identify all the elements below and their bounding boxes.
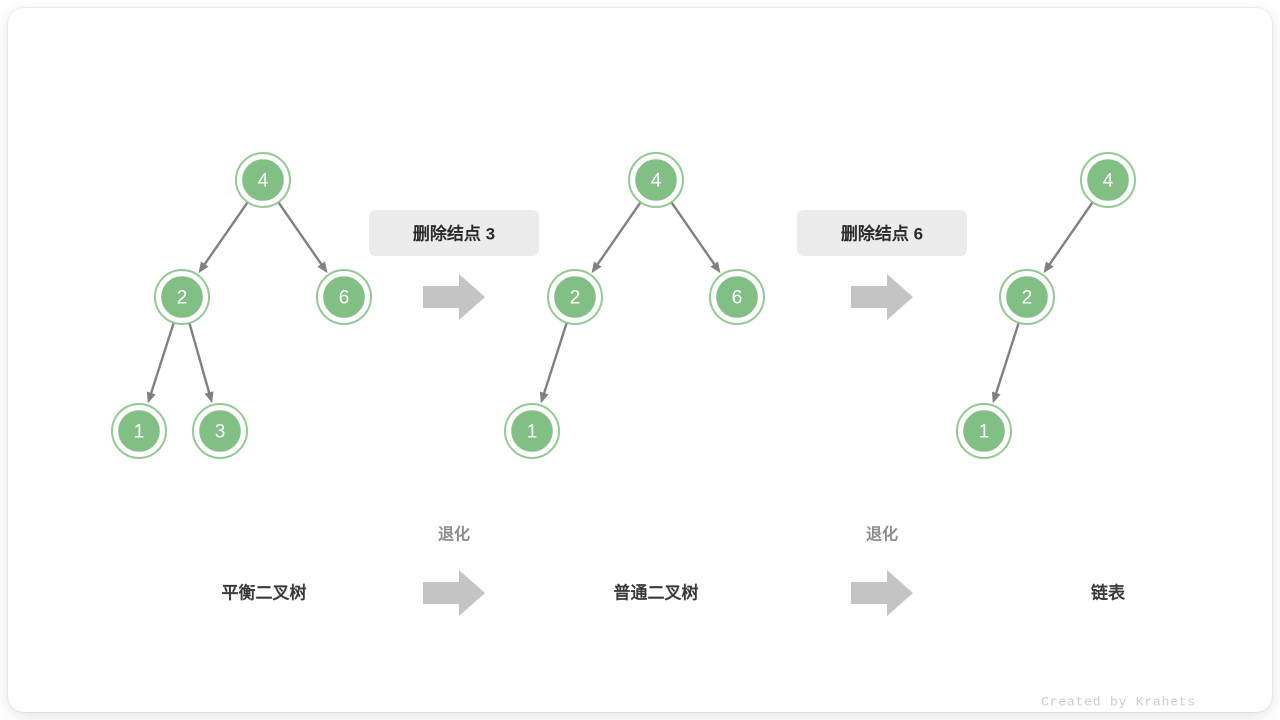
tree-node[interactable]: 6: [316, 269, 372, 325]
tree-node[interactable]: 1: [504, 403, 560, 459]
block-arrow-tree-arrow-1: [423, 274, 485, 320]
tree-node[interactable]: 2: [154, 269, 210, 325]
node-disc: [632, 156, 680, 204]
credit-watermark: Created by Krahets: [1041, 695, 1196, 710]
block-arrow-degenerate-2: [851, 570, 913, 616]
node-value-label: 4: [258, 171, 269, 192]
edge-arrowhead: [1043, 261, 1054, 274]
tree-edge: [591, 201, 642, 274]
node-outer-ring: [154, 269, 210, 325]
edge-arrowhead: [539, 391, 549, 404]
tree-node[interactable]: 6: [709, 269, 765, 325]
node-outer-ring: [547, 269, 603, 325]
transition-label-degenerate-2: 退化: [866, 525, 898, 544]
node-outer-ring: [1080, 152, 1136, 208]
node-value-label: 6: [732, 288, 743, 309]
node-value-label: 1: [979, 422, 990, 443]
operation-badges-layer: 删除结点 3 删除结点 6: [369, 210, 967, 256]
node-disc: [196, 407, 244, 455]
node-outer-ring: [316, 269, 372, 325]
edges-layer: [146, 201, 1094, 404]
node-value-label: 3: [215, 422, 226, 443]
tree-node[interactable]: 2: [547, 269, 603, 325]
node-outer-ring: [111, 403, 167, 459]
badge-label: 删除结点 3: [413, 224, 495, 244]
tree-node[interactable]: 4: [628, 152, 684, 208]
block-arrow-tree-arrow-2: [851, 274, 913, 320]
tree-node[interactable]: 2: [999, 269, 1055, 325]
tree-edge: [1043, 201, 1094, 274]
node-disc: [239, 156, 287, 204]
edge-arrowhead: [198, 261, 209, 274]
stage-label-balanced-tree: 平衡二叉树: [222, 583, 307, 603]
edge-arrowhead: [710, 261, 721, 274]
node-value-label: 1: [134, 422, 145, 443]
node-disc: [115, 407, 163, 455]
nodes-layer: 4 2 6 1 3 4 2 6 1 4 2 1: [111, 152, 1136, 459]
tree-edge: [277, 201, 328, 274]
transition-label-degenerate-1: 退化: [438, 525, 470, 544]
badge-background: [797, 210, 967, 256]
node-disc: [960, 407, 1008, 455]
node-disc: [320, 273, 368, 321]
node-value-label: 2: [570, 288, 581, 309]
block-arrow-degenerate-1: [423, 570, 485, 616]
operation-badge-delete-node-3: 删除结点 3: [369, 210, 539, 256]
binary-tree-degeneration-diagram: 4 2 6 1 3 4 2 6 1 4 2 1 删除结点 3 删除结点 6 平衡二叉树 普通二叉树 链表 退化…: [111, 152, 1196, 710]
tree-edge: [670, 201, 721, 274]
operation-badge-delete-node-6: 删除结点 6: [797, 210, 967, 256]
node-disc: [1003, 273, 1051, 321]
node-value-label: 1: [527, 422, 538, 443]
stage-label-linked-list: 链表: [1091, 583, 1126, 603]
node-value-label: 4: [1103, 171, 1114, 192]
stage-label-ordinary-tree: 普通二叉树: [614, 583, 699, 603]
tree-edge: [539, 322, 568, 404]
tree-node[interactable]: 4: [1080, 152, 1136, 208]
node-outer-ring: [192, 403, 248, 459]
node-outer-ring: [956, 403, 1012, 459]
node-outer-ring: [235, 152, 291, 208]
node-disc: [713, 273, 761, 321]
badge-background: [369, 210, 539, 256]
edge-arrowhead: [591, 261, 602, 274]
diagram-card: 4 2 6 1 3 4 2 6 1 4 2 1 删除结点 3 删除结点 6 平衡二叉树 普通二叉树 链表 退化…: [8, 8, 1272, 712]
node-disc: [158, 273, 206, 321]
node-disc: [551, 273, 599, 321]
node-outer-ring: [709, 269, 765, 325]
node-outer-ring: [628, 152, 684, 208]
edge-arrowhead: [317, 261, 328, 274]
tree-edge: [188, 322, 214, 404]
block-arrows-layer: [423, 274, 913, 616]
tree-node[interactable]: 4: [235, 152, 291, 208]
tree-edge: [991, 322, 1020, 404]
node-value-label: 6: [339, 288, 350, 309]
tree-node[interactable]: 1: [111, 403, 167, 459]
edge-arrowhead: [991, 391, 1001, 404]
node-disc: [508, 407, 556, 455]
edge-arrowhead: [204, 391, 214, 404]
stage-labels-layer: 平衡二叉树 普通二叉树 链表 退化 退化: [222, 525, 1127, 603]
tree-node[interactable]: 1: [956, 403, 1012, 459]
node-value-label: 4: [651, 171, 662, 192]
edge-arrowhead: [146, 391, 156, 404]
node-value-label: 2: [1022, 288, 1033, 309]
node-outer-ring: [504, 403, 560, 459]
tree-node[interactable]: 3: [192, 403, 248, 459]
tree-edge: [198, 201, 249, 274]
node-outer-ring: [999, 269, 1055, 325]
tree-edge: [146, 322, 175, 404]
node-value-label: 2: [177, 288, 188, 309]
node-disc: [1084, 156, 1132, 204]
badge-label: 删除结点 6: [841, 224, 923, 244]
